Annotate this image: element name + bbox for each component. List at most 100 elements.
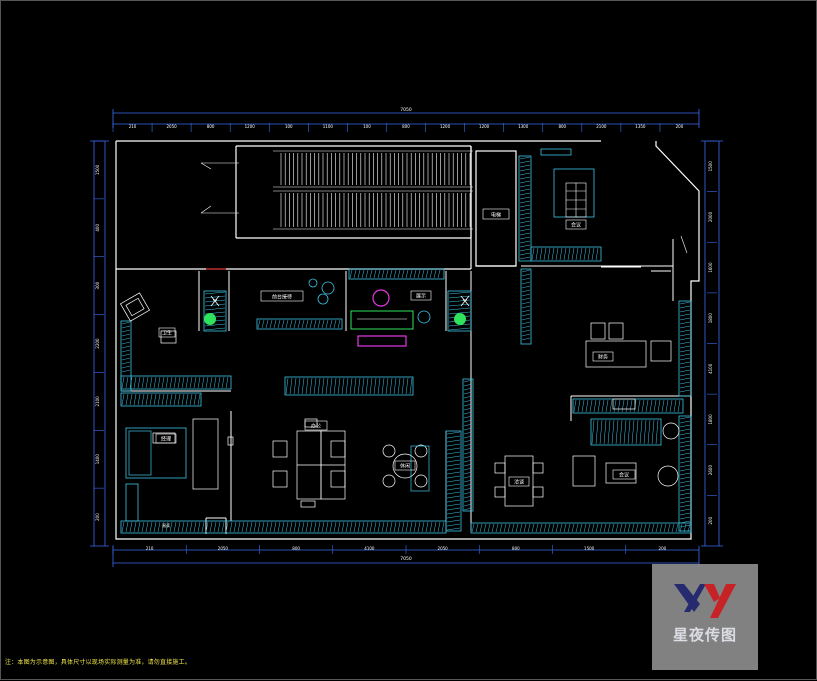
hatch-line [463,467,473,471]
hatch-line [429,521,433,533]
hatch-line [197,376,201,389]
hatch-line [679,341,691,345]
hatch-line [225,521,229,533]
hatch-line [129,521,133,533]
hatch-line [421,269,425,279]
hatch-line [519,244,531,248]
hatch-line [446,519,461,523]
hatch-line [683,523,687,533]
hatch-line [393,269,397,279]
hatch-line [165,393,169,406]
hatch-line [297,377,301,395]
hatch-line [519,168,531,172]
hatch-line [679,440,691,444]
hatch-line [595,247,599,261]
hatch-line [446,475,461,479]
hatch-line [679,488,691,492]
hatch-line [369,521,373,533]
hatch-line [321,377,325,395]
dimension-label: 1200 [479,124,490,129]
hatch-line [519,220,531,224]
hatch-line [349,377,353,395]
label-manager: 经理 [161,436,171,443]
hatch-line [679,420,691,424]
hatch-line [519,252,531,256]
hatch-line [687,523,691,533]
hatch-line [519,192,531,196]
hatch-line [377,377,381,395]
hatch-line [625,399,629,413]
dimension-label: 100 [285,124,293,129]
label-reception: 前台接待 [272,294,292,301]
hatch-line [121,521,125,533]
hatch-line [643,419,647,445]
hatch-line [425,521,429,533]
hatch-line [189,376,193,389]
hatch-line [405,377,409,395]
hatch-line [145,521,149,533]
hatch-line [345,377,349,395]
hatch-line [593,399,597,413]
hatch-line [679,516,691,520]
hatch-line [177,376,181,389]
negotiation-table [494,455,544,507]
dimension-label: 2000 [708,211,713,222]
hatch-line [193,521,197,533]
hatch-line [663,523,667,533]
hatch-line [297,521,301,533]
hatch-line [463,495,473,499]
hatch-line [567,523,571,533]
hatch-line [337,521,341,533]
hatch-line [531,523,535,533]
hatch-line [475,523,479,533]
hatch-line [446,495,461,499]
hatch-line [591,247,595,261]
hatch-line [535,523,539,533]
hatch-line [365,377,369,395]
hatch-line [547,247,551,261]
hatch-line [679,452,691,456]
hatch-line [679,329,691,333]
hatch-line [591,523,595,533]
hatch-line [521,317,531,321]
hatch-line [157,521,161,533]
hatch-line [679,333,691,337]
hatch-line [679,520,691,524]
round-table [382,444,430,492]
hatch-line [595,523,599,533]
hatch-line [446,515,461,519]
hatch-line [521,305,531,309]
hatch-line [679,377,691,381]
hatch-line [349,521,353,533]
hatch-line [521,277,531,281]
hatch-line [121,393,125,406]
hatch-line [409,269,413,279]
hatch-line [425,269,429,279]
hatch-line [141,521,145,533]
hatch-line [173,521,177,533]
hatch-line [446,463,461,467]
hatch-line [121,353,131,357]
hatch-line [543,247,547,261]
hatch-line [559,247,563,261]
hatch-line [369,269,373,279]
hatch-line [281,521,285,533]
hatch-line [257,521,261,533]
hatch-line [679,301,691,305]
hatch-line [519,200,531,204]
hatch-line [341,521,345,533]
workstations [272,418,346,508]
hatch-line [679,524,691,528]
hatch-line [389,377,393,395]
hatch-line [603,523,607,533]
hatch-line [189,393,193,406]
dimension-label: 1200 [245,124,256,129]
hatch-line [679,492,691,496]
hatch-line [661,399,665,413]
hatch-line [417,269,421,279]
hatch-line [577,399,581,413]
hatch-line [519,248,531,252]
hatch-line [617,399,621,413]
